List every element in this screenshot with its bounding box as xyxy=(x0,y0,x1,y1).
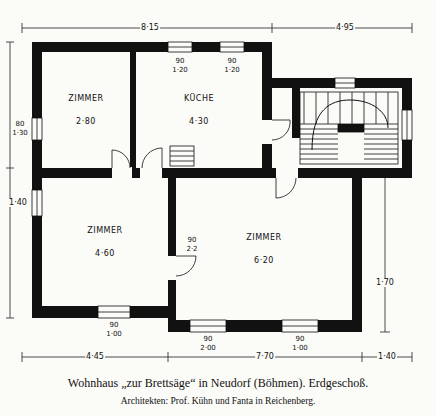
dimension-label: 2·00 xyxy=(199,345,217,352)
room: ZIMMER 2·80 xyxy=(42,52,130,168)
dimension-label: 1·00 xyxy=(105,331,123,338)
dimension-label: 8·15 xyxy=(140,24,160,32)
dimension-label: 90 xyxy=(203,336,214,343)
dimension-label: 90 xyxy=(295,336,306,343)
stair-tread xyxy=(300,154,338,155)
stair-tread xyxy=(300,144,338,145)
stair-tread xyxy=(340,92,341,124)
stair-tread xyxy=(316,92,317,124)
stair-tread xyxy=(300,149,338,150)
stair-tread xyxy=(364,134,398,135)
dimension-label: 1·40 xyxy=(8,199,28,207)
dimension-lines xyxy=(6,23,412,362)
dimension-label: 90 xyxy=(109,322,120,329)
stair-tread xyxy=(300,134,338,135)
dimension-label: 80 xyxy=(15,121,26,128)
room-dimension: 6·20 xyxy=(253,256,275,265)
stair-tread xyxy=(364,124,398,125)
staircase xyxy=(170,92,398,166)
dimension-label: 1·40 xyxy=(377,353,397,361)
room: ZIMMER 4·60 xyxy=(42,178,168,306)
credit-line: Architekten: Prof. Kühn und Fanta in Rei… xyxy=(121,396,316,406)
stair-tread xyxy=(170,161,194,162)
room-name: ZIMMER xyxy=(86,226,123,235)
room: KÜCHE 4·30 xyxy=(136,52,262,168)
stair-tread xyxy=(364,144,398,145)
dimension-label: 1·20 xyxy=(223,67,241,74)
dimension-label: 1·00 xyxy=(291,345,309,352)
stair-tread xyxy=(364,159,398,160)
stair-tread xyxy=(364,129,398,130)
stair-tread xyxy=(300,159,338,160)
stair-tread xyxy=(328,92,329,124)
stair-tread xyxy=(170,156,194,157)
caption: Wohnhaus „zur Brettsäge“ in Neudorf (Böh… xyxy=(68,376,368,391)
room-name: ZIMMER xyxy=(67,94,104,103)
dimension-label: 90 xyxy=(227,58,238,65)
stair-tread xyxy=(300,139,338,140)
room-name: ZIMMER xyxy=(245,233,282,242)
dimension-label: 4·45 xyxy=(85,353,105,361)
dimension-label: 1·70 xyxy=(375,279,395,287)
stair-tread xyxy=(388,92,389,124)
room: ZIMMER 6·20 xyxy=(176,178,352,320)
windows xyxy=(32,42,412,332)
dimension-label: 2·2 xyxy=(185,246,198,253)
stair-tread xyxy=(352,92,353,124)
dimension-label: 7·70 xyxy=(255,353,275,361)
stair-tread xyxy=(364,149,398,150)
door-openings xyxy=(112,120,298,280)
dimension-label: 90 xyxy=(175,58,186,65)
stair-tread xyxy=(364,139,398,140)
dimension-label: 1·30 xyxy=(11,130,29,137)
stair-tread xyxy=(364,154,398,155)
dimension-label: 4·95 xyxy=(335,24,355,32)
stair-tread xyxy=(376,92,377,124)
stair-tread xyxy=(304,92,305,124)
walls xyxy=(32,42,412,332)
room-dimension: 4·60 xyxy=(94,249,116,258)
stair-tread xyxy=(170,151,194,152)
room-dimension: 2·80 xyxy=(75,117,97,126)
dimension-label: 90 xyxy=(187,237,198,244)
room-dimension: 4·30 xyxy=(188,117,210,126)
stair-tread xyxy=(300,124,338,125)
stair-tread xyxy=(364,92,365,124)
stair-tread xyxy=(300,129,338,130)
room-name: KÜCHE xyxy=(183,94,215,103)
dimension-label: 1·20 xyxy=(171,67,189,74)
